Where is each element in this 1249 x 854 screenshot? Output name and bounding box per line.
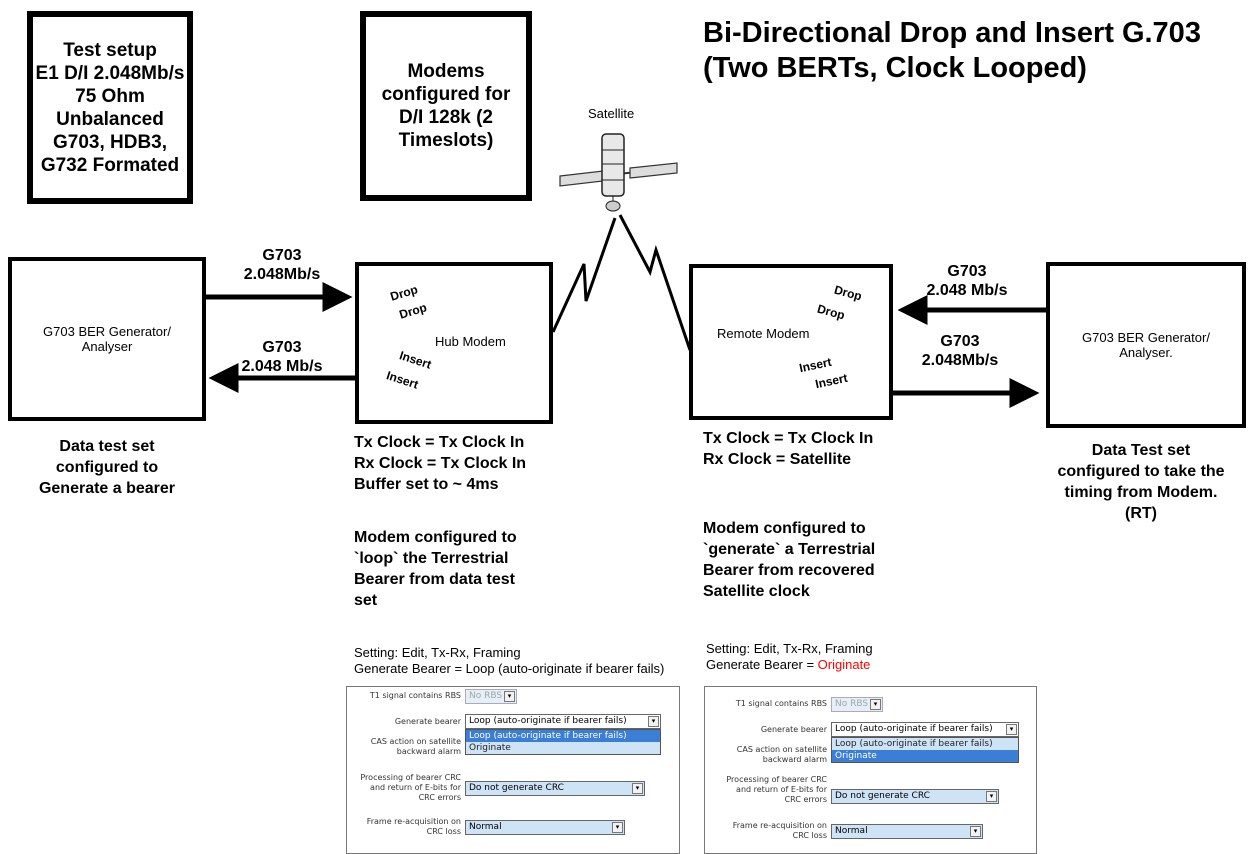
hub-insert-1: Insert bbox=[397, 348, 434, 372]
hub-frame-label: Frame re-acquisition on CRC loss bbox=[366, 817, 461, 836]
remote-frame-select[interactable]: Normal ▾ bbox=[831, 824, 983, 839]
modems-config-text: Modems configured for D/I 128k (2 Timesl… bbox=[381, 61, 511, 151]
hub-config-note: Modem configured to `loop` the Terrestri… bbox=[354, 529, 517, 609]
remote-crc-select[interactable]: Do not generate CRC ▾ bbox=[831, 789, 999, 804]
diagram-title: Bi-Directional Drop and Insert G.703 (Tw… bbox=[703, 16, 1201, 86]
hub-cas-label: CAS action on satellite backward alarm bbox=[370, 737, 461, 756]
remote-setting-prefix: Generate Bearer = bbox=[706, 657, 818, 672]
satellite-icon bbox=[559, 133, 678, 212]
left-bert-box: G703 BER Generator/ Analyser bbox=[8, 257, 206, 421]
hub-option-loop[interactable]: Loop (auto-originate if bearer fails) bbox=[466, 730, 660, 742]
hub-crc-value: Do not generate CRC bbox=[469, 783, 564, 793]
chevron-down-icon: ▾ bbox=[986, 791, 997, 802]
remote-crc-value: Do not generate CRC bbox=[835, 791, 930, 801]
left-bert-note: Data test set configured to Generate a b… bbox=[38, 438, 176, 497]
remote-downlink-bolt bbox=[618, 214, 692, 351]
remote-modem-box: Remote Modem Drop Drop Insert Insert bbox=[689, 264, 893, 420]
remote-cas-label: CAS action on satellite backward alarm bbox=[736, 745, 827, 764]
chevron-down-icon: ▾ bbox=[504, 691, 515, 702]
hub-generate-dropdown: Loop (auto-originate if bearer fails) Or… bbox=[465, 729, 661, 755]
remote-crc-label: Processing of bearer CRC and return of E… bbox=[726, 775, 827, 804]
title-line-1: Bi-Directional Drop and Insert G.703 bbox=[703, 17, 1201, 49]
remote-drop-1: Drop bbox=[832, 282, 864, 304]
remote-option-loop[interactable]: Loop (auto-originate if bearer fails) bbox=[835, 739, 993, 749]
remote-frame-label: Frame re-acquisition on CRC loss bbox=[732, 821, 827, 840]
remote-insert-2: Insert bbox=[813, 370, 849, 392]
left-bert-label: G703 BER Generator/ Analyser bbox=[43, 324, 171, 354]
remote-t1-select[interactable]: No RBS▾ bbox=[831, 697, 883, 712]
remote-generate-label: Generate bearer bbox=[760, 725, 827, 734]
right-top-link-label: G703 2.048 Mb/s bbox=[926, 263, 1008, 299]
remote-generate-dropdown: Loop (auto-originate if bearer fails) Or… bbox=[831, 737, 1019, 763]
right-bert-label: G703 BER Generator/ Analyser. bbox=[1082, 330, 1210, 360]
hub-crc-label: Processing of bearer CRC and return of E… bbox=[360, 773, 461, 802]
remote-t1-value: No RBS bbox=[835, 699, 869, 709]
chevron-down-icon: ▾ bbox=[612, 822, 623, 833]
hub-insert-2: Insert bbox=[384, 368, 421, 392]
right-bert-note: Data Test set configured to take the tim… bbox=[1057, 442, 1225, 522]
left-bottom-link-label: G703 2.048 Mb/s bbox=[241, 339, 323, 375]
left-top-link-label: G703 2.048Mb/s bbox=[243, 247, 321, 283]
chevron-down-icon: ▾ bbox=[648, 716, 659, 727]
remote-setting-line-1: Setting: Edit, Tx-Rx, Framing bbox=[706, 641, 873, 656]
remote-option-originate[interactable]: Originate bbox=[832, 750, 1018, 762]
right-bert-box: G703 BER Generator/ Analyser. bbox=[1046, 262, 1246, 428]
remote-clock-note: Tx Clock = Tx Clock In Rx Clock = Satell… bbox=[703, 430, 874, 468]
chevron-down-icon: ▾ bbox=[1006, 724, 1017, 735]
hub-modem-box: Hub Modem Drop Drop Insert Insert bbox=[355, 262, 553, 424]
remote-settings-panel: T1 signal contains RBS No RBS▾ Generate … bbox=[704, 686, 1037, 854]
satellite-label: Satellite bbox=[588, 106, 635, 121]
remote-config-note: Modem configured to `generate` a Terrest… bbox=[703, 520, 876, 600]
chevron-down-icon: ▾ bbox=[632, 783, 643, 794]
hub-drop-1: Drop bbox=[388, 282, 420, 304]
chevron-down-icon: ▾ bbox=[970, 826, 981, 837]
hub-t1-value: No RBS bbox=[469, 691, 503, 701]
remote-setting-line-2: Generate Bearer = Originate bbox=[706, 657, 870, 672]
hub-option-originate[interactable]: Originate bbox=[469, 743, 511, 753]
remote-generate-value: Loop (auto-originate if bearer fails) bbox=[835, 724, 993, 734]
hub-crc-select[interactable]: Do not generate CRC ▾ bbox=[465, 781, 645, 796]
test-setup-text: Test setup E1 D/I 2.048Mb/s 75 Ohm Unbal… bbox=[35, 39, 185, 176]
hub-generate-value: Loop (auto-originate if bearer fails) bbox=[469, 716, 627, 726]
remote-generate-select[interactable]: Loop (auto-originate if bearer fails) ▾ bbox=[831, 722, 1019, 737]
hub-settings-panel: T1 signal contains RBS No RBS▾ Generate … bbox=[346, 686, 680, 854]
hub-setting-line-2: Generate Bearer = Loop (auto-originate i… bbox=[354, 661, 665, 676]
remote-setting-value: Originate bbox=[817, 657, 871, 672]
modems-config-box: Modems configured for D/I 128k (2 Timesl… bbox=[360, 11, 532, 201]
hub-uplink-bolt bbox=[551, 217, 617, 333]
right-bottom-link-label: G703 2.048Mb/s bbox=[921, 333, 999, 369]
remote-modem-label: Remote Modem bbox=[717, 326, 810, 341]
hub-generate-label: Generate bearer bbox=[394, 717, 461, 726]
hub-frame-select[interactable]: Normal ▾ bbox=[465, 820, 625, 835]
hub-generate-select[interactable]: Loop (auto-originate if bearer fails) ▾ bbox=[465, 714, 661, 729]
hub-clock-note: Tx Clock = Tx Clock In Rx Clock = Tx Clo… bbox=[354, 434, 527, 493]
remote-frame-value: Normal bbox=[835, 826, 868, 836]
chevron-down-icon: ▾ bbox=[870, 699, 881, 710]
hub-setting-line-1: Setting: Edit, Tx-Rx, Framing bbox=[354, 645, 521, 660]
remote-drop-2: Drop bbox=[815, 301, 847, 323]
title-line-2: (Two BERTs, Clock Looped) bbox=[703, 52, 1087, 84]
remote-insert-1: Insert bbox=[797, 354, 833, 376]
hub-t1-label: T1 signal contains RBS bbox=[369, 691, 461, 700]
test-setup-box: Test setup E1 D/I 2.048Mb/s 75 Ohm Unbal… bbox=[27, 11, 193, 204]
hub-frame-value: Normal bbox=[469, 822, 502, 832]
hub-t1-select[interactable]: No RBS▾ bbox=[465, 689, 517, 704]
hub-drop-2: Drop bbox=[397, 300, 429, 322]
hub-modem-label: Hub Modem bbox=[435, 334, 506, 349]
remote-t1-label: T1 signal contains RBS bbox=[735, 699, 827, 708]
